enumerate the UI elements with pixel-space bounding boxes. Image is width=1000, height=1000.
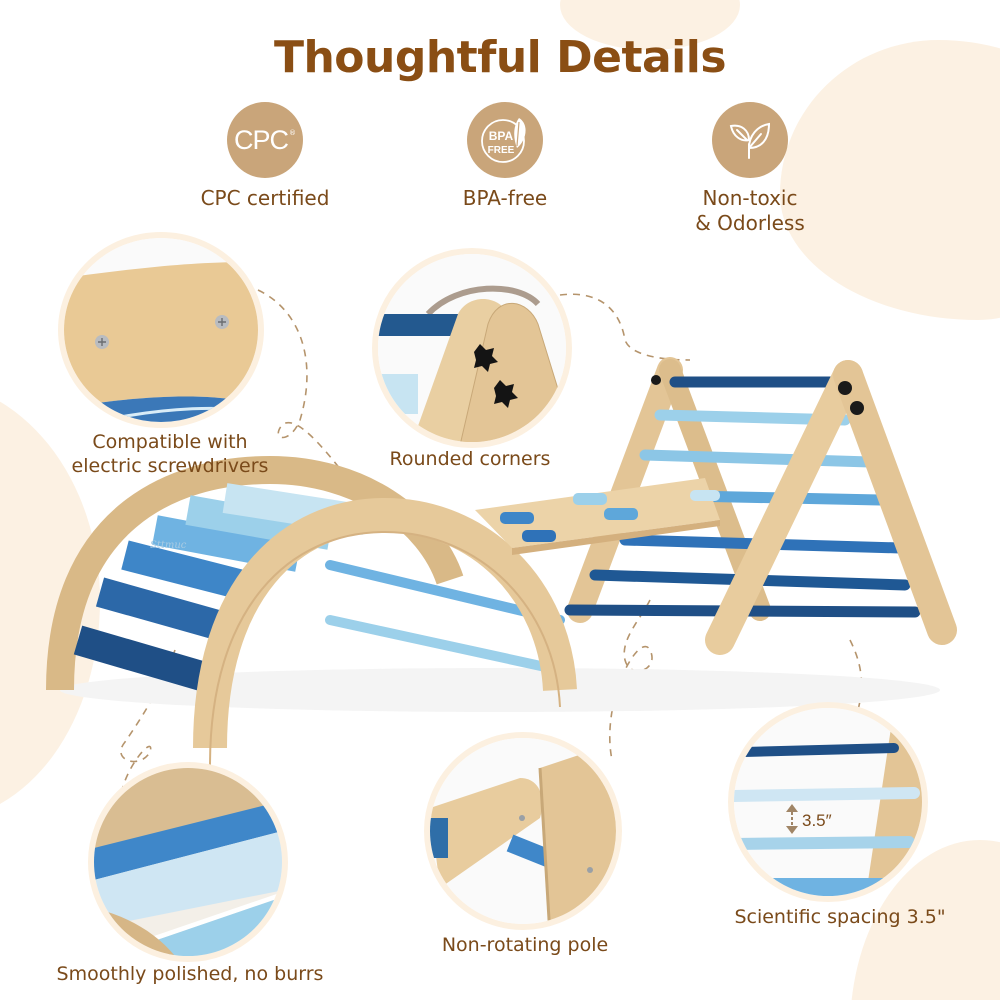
svg-text:3.5″: 3.5″ — [802, 811, 832, 830]
screwdriver-callout-label: Compatible with electric screwdrivers — [0, 430, 340, 478]
polished-callout-image — [88, 762, 288, 962]
svg-text:BPA: BPA — [489, 129, 514, 143]
rounded-corners-callout-image — [372, 248, 572, 448]
svg-text:Sttmuc: Sttmuc — [150, 540, 187, 551]
registered-mark: ® — [289, 129, 296, 137]
badge-label: CPC certified — [200, 186, 330, 210]
screwdriver-callout-image — [58, 232, 264, 428]
page-title: Thoughtful Details — [273, 32, 727, 83]
badge-label-line1: Non-toxic — [702, 186, 798, 210]
rounded-corners-callout-label: Rounded corners — [389, 448, 551, 470]
badge-label-line2: & Odorless — [695, 211, 805, 235]
badge-label: Non-toxic & Odorless — [670, 186, 830, 236]
non-rotating-pole-callout-label: Non-rotating pole — [441, 934, 609, 956]
spacing-callout-image: 3.5″ — [728, 702, 928, 902]
bpa-free-icon: BPA FREE — [467, 102, 543, 178]
badge-bpa-free: BPA FREE BPA-free — [425, 102, 585, 211]
badge-cpc: CPC ® CPC certified — [185, 102, 345, 211]
callout-label-line1: Compatible with — [92, 431, 248, 453]
non-rotating-pole-callout-image — [424, 732, 622, 930]
spacing-callout-label: Scientific spacing 3.5" — [734, 906, 946, 928]
callout-label-line2: electric screwdrivers — [71, 455, 269, 477]
leaf-icon — [712, 102, 788, 178]
cpc-icon-text: CPC — [233, 124, 289, 155]
cpc-icon: CPC ® — [227, 102, 303, 178]
badge-non-toxic: Non-toxic & Odorless — [670, 102, 830, 236]
polished-callout-label: Smoothly polished, no burrs — [56, 963, 324, 985]
svg-text:FREE: FREE — [488, 145, 515, 156]
badge-label: BPA-free — [462, 186, 548, 210]
